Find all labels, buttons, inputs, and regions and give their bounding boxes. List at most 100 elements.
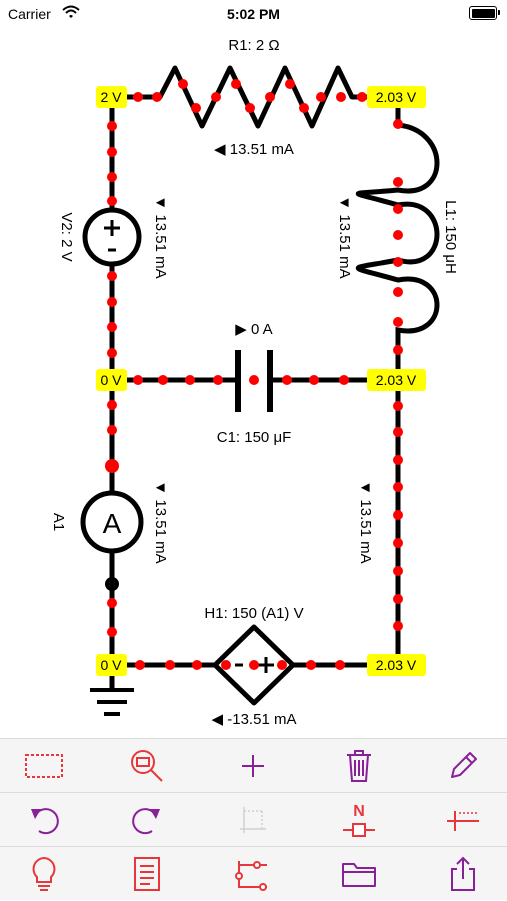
flow-dot (221, 660, 231, 670)
h1-label: H1: 150 (A1) V (204, 605, 303, 622)
add-icon (242, 755, 264, 777)
status-bar: Carrier 5:02 PM (0, 0, 507, 28)
grid-button[interactable] (223, 793, 283, 847)
svg-text:0 V: 0 V (100, 372, 122, 388)
select-box-button[interactable] (14, 739, 74, 793)
node-label-bottom-right[interactable]: 2.03 V (367, 654, 426, 676)
flow-dot (133, 92, 143, 102)
flow-dot (393, 510, 403, 520)
current-flow-dots (105, 79, 403, 670)
svg-text:N: N (353, 803, 365, 820)
flow-dot (107, 121, 117, 131)
flow-dot (393, 482, 403, 492)
flow-dot (309, 375, 319, 385)
node-label-bottom-left[interactable]: 0 V (96, 654, 127, 676)
folder-icon (342, 863, 376, 887)
a1-label: A1 (50, 513, 67, 531)
flow-dot (165, 660, 175, 670)
flow-dot (393, 119, 403, 129)
circuit-canvas[interactable]: A (0, 0, 507, 738)
toolbar-row-2: N (0, 792, 507, 847)
flow-dot (107, 297, 117, 307)
flow-dot (277, 660, 287, 670)
inductor-l1[interactable] (356, 122, 440, 345)
schematic-button[interactable] (223, 847, 283, 901)
flow-dot (393, 287, 403, 297)
flow-dot (336, 92, 346, 102)
flow-dot (393, 345, 403, 355)
add-button[interactable] (223, 739, 283, 793)
flow-dot (306, 660, 316, 670)
c1-current-label: ▶ 0 A (235, 321, 272, 338)
delete-button[interactable] (329, 739, 389, 793)
undo-button[interactable] (14, 793, 74, 847)
h1-current-label: ◀ -13.51 mA (212, 711, 297, 728)
ground-symbol (90, 688, 134, 716)
flow-dot (299, 103, 309, 113)
ammeter-a1[interactable]: A (80, 490, 144, 554)
flow-dot (192, 660, 202, 670)
l1-current-label: ▼ 13.51 mA (336, 195, 353, 278)
flow-dot (335, 660, 345, 670)
node-label-top-right[interactable]: 2.03 V (367, 86, 426, 108)
node-toggle-button[interactable]: N (329, 793, 389, 847)
clock-time: 5:02 PM (227, 6, 280, 22)
svg-text:2.03 V: 2.03 V (376, 372, 417, 388)
c1-label: C1: 150 μF (217, 429, 292, 446)
undo-icon (31, 808, 59, 835)
flow-dot (107, 147, 117, 157)
bottom-toolbar: N (0, 738, 507, 900)
flow-dot (152, 92, 162, 102)
flow-dot (107, 627, 117, 637)
pencil-icon (451, 752, 477, 778)
flow-dot (107, 172, 117, 182)
folder-button[interactable] (329, 847, 389, 901)
grid-icon (240, 807, 266, 833)
carrier-label: Carrier (8, 6, 51, 22)
lightbulb-icon (32, 856, 56, 891)
lightbulb-button[interactable] (14, 847, 74, 901)
flow-dot (135, 660, 145, 670)
flow-dot (393, 257, 403, 267)
flow-dot (191, 103, 201, 113)
node-label-top-left[interactable]: 2 V (96, 86, 127, 108)
flow-dot (107, 348, 117, 358)
a1-current-label: ▼ 13.51 mA (152, 480, 169, 563)
flow-dot (393, 230, 403, 240)
svg-text:2 V: 2 V (100, 89, 122, 105)
zoom-button[interactable] (117, 739, 177, 793)
flow-dot (393, 455, 403, 465)
flow-dot (393, 538, 403, 548)
flow-dot (393, 594, 403, 604)
redo-button[interactable] (117, 793, 177, 847)
node-label-mid-left[interactable]: 0 V (96, 369, 127, 391)
flow-dot (231, 79, 241, 89)
probe-button[interactable] (433, 793, 493, 847)
flow-dot (107, 425, 117, 435)
edit-button[interactable] (433, 739, 493, 793)
voltage-source-v2[interactable] (82, 207, 142, 267)
flow-dot (393, 177, 403, 187)
flow-dot (107, 271, 117, 281)
svg-text:0 V: 0 V (100, 657, 122, 673)
redo-icon (132, 808, 160, 835)
capacitor-c1[interactable] (235, 350, 273, 412)
flow-dot (107, 400, 117, 410)
flow-dot (178, 79, 188, 89)
flow-dot (357, 92, 367, 102)
flow-dot (211, 92, 221, 102)
flow-dot (245, 103, 255, 113)
ammeter-terminal-dot (105, 577, 119, 591)
flow-dot (265, 92, 275, 102)
flow-dot (213, 375, 223, 385)
right-wire-current-label: ▼ 13.51 mA (357, 480, 374, 563)
node-label-mid-right[interactable]: 2.03 V (367, 369, 426, 391)
document-button[interactable] (117, 847, 177, 901)
share-button[interactable] (433, 847, 493, 901)
r1-current-label: ◀ 13.51 mA (214, 141, 294, 158)
v2-label: V2: 2 V (58, 212, 75, 261)
svg-text:2.03 V: 2.03 V (376, 89, 417, 105)
flow-dot (105, 459, 119, 473)
svg-text:2.03 V: 2.03 V (376, 657, 417, 673)
flow-dot (393, 401, 403, 411)
